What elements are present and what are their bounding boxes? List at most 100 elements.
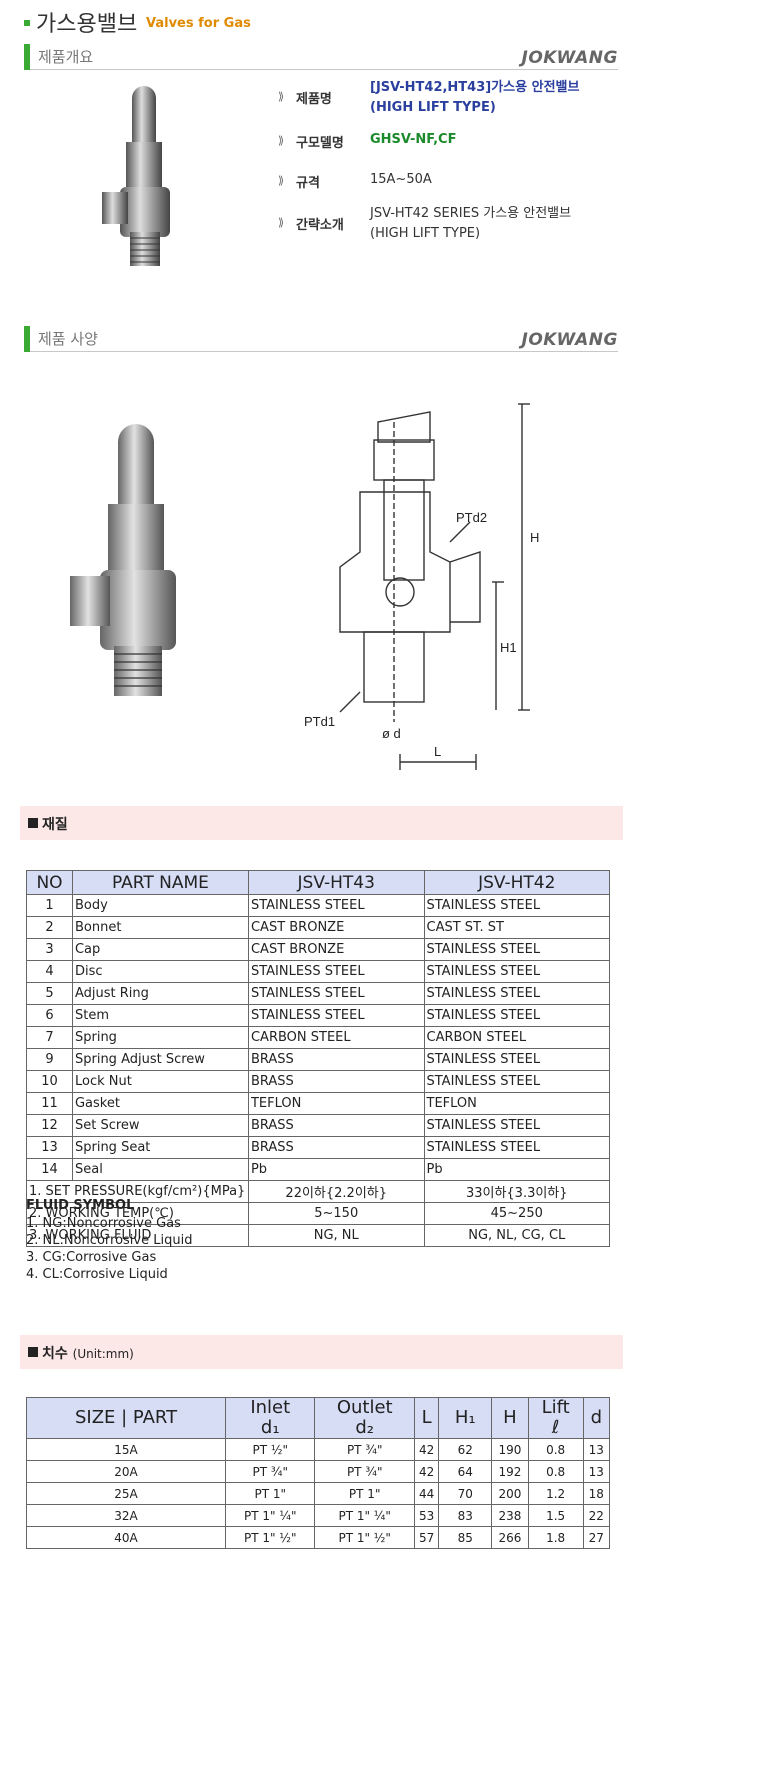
overview-section-header: 제품개요 JOKWANG [24,44,618,70]
table-cell: 13 [26,1136,73,1159]
table-cell: CAST ST. ST [423,916,610,939]
section-bar-icon [24,44,30,70]
table-cell: 1 [26,894,73,917]
info-arrow-icon: ⟫ [278,174,285,187]
info-key-summary: 간략소개 [296,218,344,233]
table-cell: CAST BRONZE [247,938,425,961]
drawing-label-h: H [530,530,539,545]
header-inlet-label: Inlet [250,1397,291,1418]
brand-logo: JOKWANG [521,330,618,350]
header-d: d [582,1397,611,1439]
band-label-text: 치수 [42,1346,68,1362]
page-subtitle: Valves for Gas [146,16,251,31]
header-h1: H₁ [438,1397,493,1439]
table-cell: 5~150 [247,1202,425,1225]
header-lift-label: Lift [541,1397,570,1418]
valve-product-photo-large [70,424,176,696]
valve-technical-drawing: PTd2 H H1 PTd1 ø d L [304,403,539,770]
table-cell: 57 [413,1526,440,1549]
table-cell: NG, NL, CG, CL [423,1224,610,1247]
valve-product-photo-small [102,86,170,266]
info-key-old-model: 구모델명 [296,136,344,151]
table-cell: 42 [413,1438,440,1461]
table-cell: 4 [26,960,73,983]
table-cell: 7 [26,1026,73,1049]
section-bar-icon [24,326,30,352]
band-label: 재질 [42,817,68,833]
table-header-row: NO PART NAME JSV-HT43 JSV-HT42 [26,870,610,895]
header-jsv-ht42: JSV-HT42 [423,870,610,895]
header-no: NO [26,870,73,895]
table-cell: 9 [26,1048,73,1071]
table-cell: 1.2 [527,1482,584,1505]
table-cell: STAINLESS STEEL [423,938,610,961]
fluid-symbol-item: 2. NL:Noncorrosive Liquid [26,1233,193,1248]
table-cell: 15A [25,1438,227,1461]
table-cell: 200 [491,1482,529,1505]
table-cell: Stem [71,1004,249,1027]
header-inlet-sub: d₁ [260,1417,280,1438]
drawing-label-ptd1: PTd1 [304,714,335,729]
table-cell: 3 [26,938,73,961]
table-cell: 42 [413,1460,440,1483]
header-l: L [413,1397,440,1439]
table-cell: PT ¾" [225,1460,316,1483]
table-cell: 25A [25,1482,227,1505]
table-cell: 1.5 [527,1504,584,1527]
info-arrow-icon: ⟫ [278,90,285,103]
condition-label: 1. SET PRESSURE(kgf/cm²){MPa} [26,1180,249,1203]
header-h: H [491,1397,529,1439]
table-cell: 22이하{2.2이하} [247,1180,425,1203]
fluid-symbol-item: 1. NG:Noncorrosive Gas [26,1216,181,1231]
table-cell: STAINLESS STEEL [247,982,425,1005]
table-cell: Disc [71,960,249,983]
info-key-spec: 규격 [296,176,320,191]
table-cell: Spring Adjust Screw [71,1048,249,1071]
condition-label: 3. WORKING FLUID [26,1224,249,1247]
table-cell: 64 [438,1460,493,1483]
table-cell: 45~250 [423,1202,610,1225]
table-cell: 20A [25,1460,227,1483]
table-cell: 70 [438,1482,493,1505]
table-cell: Set Screw [71,1114,249,1137]
info-key-product-name: 제품명 [296,92,332,107]
table-cell: STAINLESS STEEL [423,960,610,983]
spec-section-header: 제품 사양 JOKWANG [24,326,618,352]
fluid-symbol-title: FLUID SYMBOL [26,1198,135,1213]
table-cell: 6 [26,1004,73,1027]
table-cell: 12 [26,1114,73,1137]
table-cell: STAINLESS STEEL [423,894,610,917]
table-cell: BRASS [247,1114,425,1137]
table-cell: 190 [491,1438,529,1461]
header-part-name: PART NAME [71,870,249,895]
table-cell: STAINLESS STEEL [247,1004,425,1027]
table-cell: CAST BRONZE [247,916,425,939]
dimensions-section-band: 치수 (Unit:mm) [20,1335,623,1369]
table-cell: PT 1" ¼" [225,1504,316,1527]
info-value-spec: 15A~50A [370,172,432,187]
table-cell: Adjust Ring [71,982,249,1005]
table-cell: 13 [582,1460,611,1483]
table-cell: NG, NL [247,1224,425,1247]
table-cell: PT 1" ½" [314,1526,415,1549]
table-cell: BRASS [247,1136,425,1159]
table-cell: Gasket [71,1092,249,1115]
table-cell: 0.8 [527,1460,584,1483]
table-cell: PT 1" ½" [225,1526,316,1549]
table-cell: 14 [26,1158,73,1181]
drawing-label-ptd2: PTd2 [456,510,487,525]
header-outlet-sub: d₂ [355,1417,375,1438]
table-cell: Seal [71,1158,249,1181]
